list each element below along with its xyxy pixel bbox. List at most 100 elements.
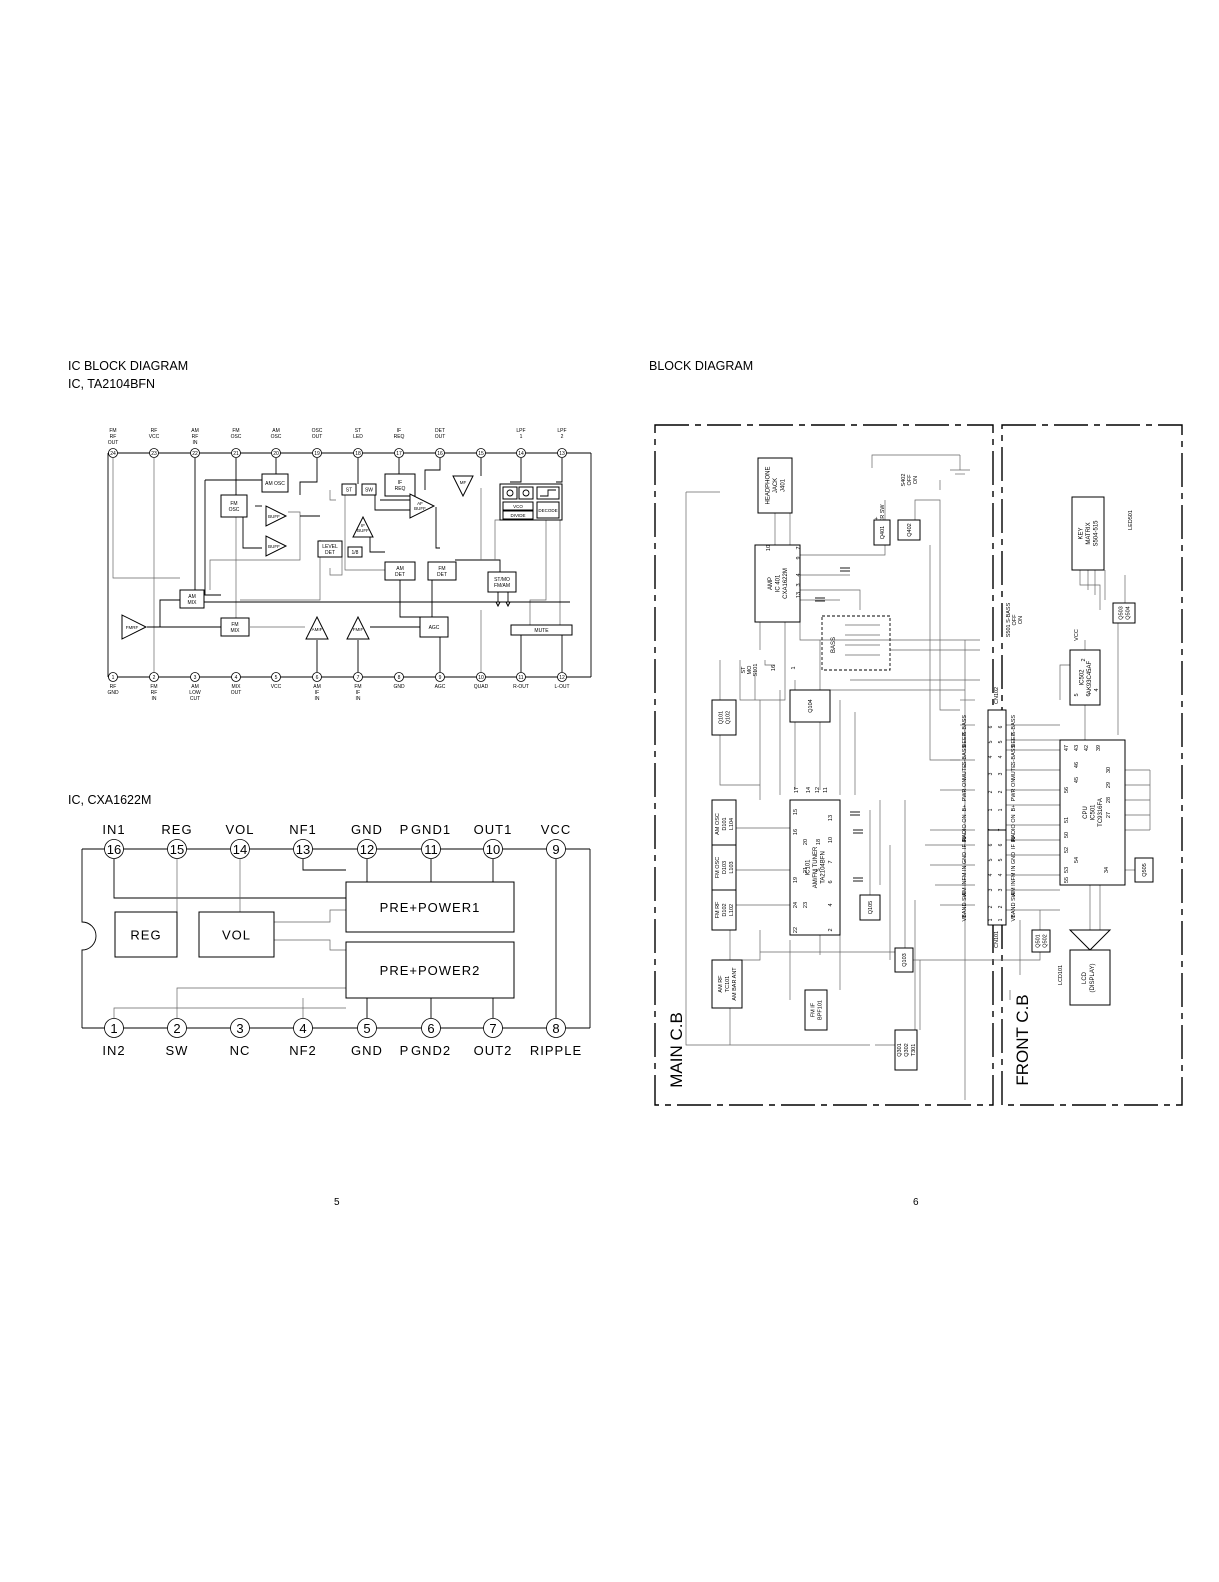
pin-number: 47: [1064, 745, 1070, 751]
bd-cn101-signal-front: GND: [1011, 852, 1017, 864]
ta-sw: SW: [361, 483, 377, 496]
arrow-icon: [495, 601, 501, 608]
bd-bass-outline: [821, 615, 891, 671]
bd-led501: LED501: [1128, 510, 1134, 530]
cxa1622-diagram: 16IN115REG14VOL13NF112GND11GND110OUT19VC…: [81, 822, 591, 1058]
pin-label: NF2: [289, 1043, 317, 1058]
pin-number: 7: [828, 860, 834, 863]
bd-cn102-signal-front: B+: [1011, 805, 1017, 812]
ta-am-osc-box: [261, 473, 289, 493]
pin-label: VCC: [541, 822, 571, 837]
bd-lcd: LCD(DISPLAY)LCD101: [1058, 929, 1112, 1006]
bd-q503-q504-label: Q503Q504: [1119, 606, 1132, 619]
pin-number: 13: [796, 592, 802, 598]
pin-number: 24: [110, 451, 116, 457]
bd-cn102-label: CN102: [994, 687, 1000, 704]
pin-number: 20: [803, 839, 809, 845]
bd-q401-box: [873, 519, 891, 546]
ta-decode-label: DECODE: [538, 508, 557, 513]
pin-label: SW: [166, 1043, 189, 1058]
pin-number: 8: [398, 675, 401, 681]
pin-number: 4: [828, 903, 834, 906]
ta-st: ST: [341, 483, 357, 496]
ta-sw-box: [361, 483, 377, 496]
pin-number: 15: [478, 451, 484, 457]
pin-number: 11: [424, 842, 438, 857]
pin-number: 29: [1106, 782, 1112, 788]
pin-number: 54: [1074, 857, 1080, 863]
pin-number: 1: [988, 808, 994, 811]
cxa-p-label-top: P: [400, 822, 409, 837]
bd-cn102-signal-front: S-BASS: [1011, 745, 1017, 766]
pin-label: R-OUT: [513, 684, 529, 690]
bd-q501-q502: Q501Q502: [1031, 929, 1051, 953]
ta-fmif: FMIF: [346, 615, 370, 640]
pin-number: 5: [998, 858, 1004, 861]
ta-one-eighth: 1/8: [347, 546, 363, 558]
pin-number: 43: [1074, 745, 1080, 751]
bd-q104-label: Q104: [808, 699, 814, 712]
pin-number: 3: [796, 583, 802, 586]
ta-st-box: [341, 483, 357, 496]
pin-number: 42: [1084, 745, 1090, 751]
pin-number: 3: [998, 772, 1004, 775]
bd-q505-label: Q505: [1142, 863, 1148, 876]
cxa-vol-label: VOL: [222, 928, 251, 943]
bd-am-rf: AM RFTC101AM BAR ANT: [711, 959, 743, 1009]
ta2104-title: IC, TA2104BFN: [68, 377, 156, 391]
pin-number: 7: [998, 828, 1004, 831]
bd-cn101-signal: AM IN: [962, 880, 968, 895]
pin-number: 53: [1064, 867, 1070, 873]
pin-number: 15: [170, 842, 184, 857]
cxa-reg-box: [114, 911, 178, 958]
pin-label: REG: [161, 822, 192, 837]
pin-number: 50: [1064, 832, 1070, 838]
pin-number: 7: [489, 1021, 496, 1036]
pin-number: 9: [439, 675, 442, 681]
ta-mf-label: MF: [460, 480, 467, 485]
pin-number: 6: [988, 843, 994, 846]
bd-fm-rf-box: [711, 889, 737, 931]
pin-number: 23: [151, 451, 157, 457]
ta2104-bottom-pin-12: 12L-OUT: [555, 672, 570, 690]
cxa-pre-power2: PRE+POWER2: [345, 941, 515, 999]
pin-number: 19: [314, 451, 320, 457]
pin-number: 6: [828, 880, 834, 883]
pin-label: QUAD: [474, 684, 489, 690]
pin-label: GND1: [411, 822, 451, 837]
pin-number: 4: [998, 755, 1004, 758]
pin-number: 34: [1104, 867, 1110, 873]
page-number-right: 6: [913, 1197, 919, 1208]
ta-buff-2-symbol: [265, 535, 288, 557]
bd-ic502-box: [1069, 649, 1101, 706]
bd-lcd-box: [1069, 949, 1111, 1006]
bd-cn102-signal: B+: [962, 805, 968, 812]
ta-fmrf-symbol: [121, 614, 148, 640]
pin-number: 7: [357, 675, 360, 681]
bd-q105: Q105: [859, 894, 881, 921]
